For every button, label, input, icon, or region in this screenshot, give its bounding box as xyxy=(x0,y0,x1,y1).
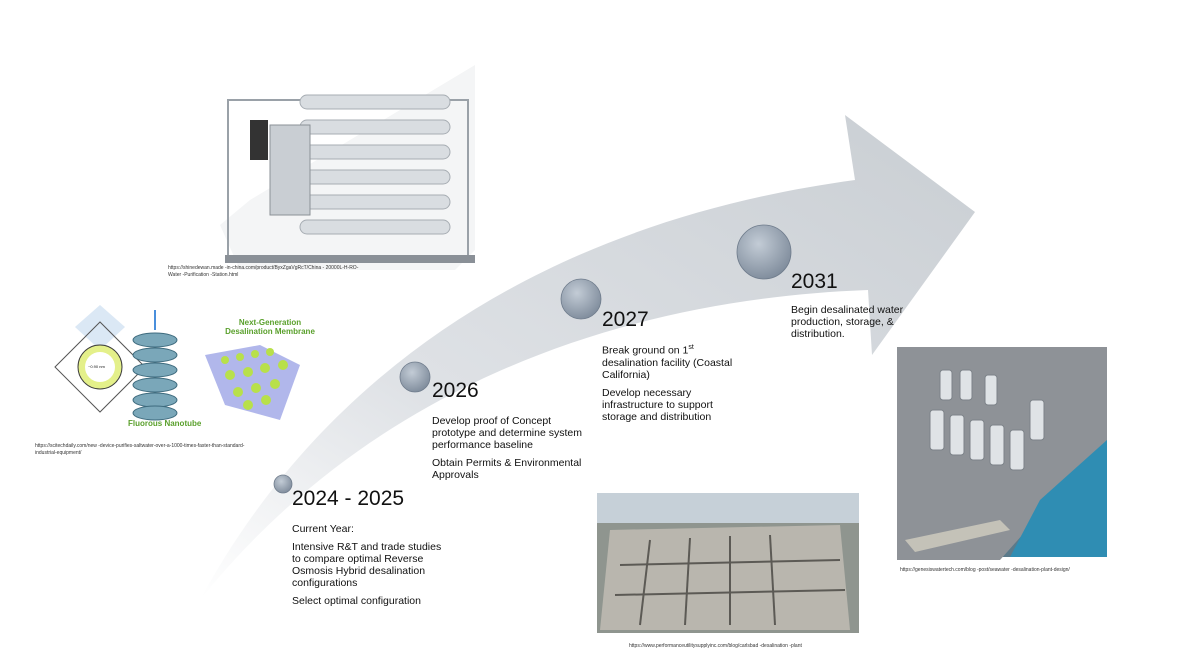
milestone-dot-2031 xyxy=(736,224,792,280)
ro-unit-caption[interactable]: https://shinedewan.made -in-china.com/pr… xyxy=(168,265,359,278)
construction-caption[interactable]: https://www.performanceutilitysupplyinc.… xyxy=(629,643,802,649)
milestone-2027: 2027 Break ground on 1st desalination fa… xyxy=(602,308,737,429)
milestone-year: 2031 xyxy=(791,270,838,293)
milestone-2024: 2024 - 2025 Current Year: Intensive R&T … xyxy=(292,487,452,613)
milestone-item: desalination facility (Coastal Californi… xyxy=(602,356,733,381)
milestone-item: Obtain Permits & Environmental Approvals xyxy=(432,457,582,481)
milestone-year: 2027 xyxy=(602,308,649,331)
milestone-item: Intensive R&T and trade studies to compa… xyxy=(292,541,442,589)
milestone-item: Break ground on 1 xyxy=(602,344,689,357)
milestone-item: Develop necessary infrastructure to supp… xyxy=(602,386,713,423)
nanotube-image xyxy=(54,305,300,421)
plant-image xyxy=(897,347,1107,560)
diameter-label: ~0.90 nm xyxy=(88,364,105,369)
milestone-dot-2026 xyxy=(399,361,431,393)
milestone-dot-2027 xyxy=(560,278,602,320)
milestone-item: Select optimal configuration xyxy=(292,595,421,607)
plant-caption[interactable]: https://genesiswatertech.com/blog -post/… xyxy=(900,567,1070,573)
milestone-year: 2024 - 2025 xyxy=(292,487,405,510)
milestone-dot-2024 xyxy=(273,474,293,494)
nanotube-label: Fluorous Nanotube xyxy=(128,419,202,428)
milestone-item: Develop proof of Concept prototype and d… xyxy=(432,415,582,451)
milestone-2026: 2026 Develop proof of Concept prototype … xyxy=(432,379,582,487)
ro-unit-image xyxy=(220,65,475,270)
superscript: st xyxy=(688,344,694,351)
membrane-label: Next-Generation Desalination Membrane xyxy=(225,318,315,336)
milestone-item: Begin desalinated water production, stor… xyxy=(791,304,904,340)
construction-image xyxy=(597,493,859,633)
milestone-item: Current Year: xyxy=(292,523,354,535)
nanotube-caption[interactable]: https://scitechdaily.com/new -device-pur… xyxy=(35,443,245,456)
milestone-year: 2026 xyxy=(432,379,479,402)
milestone-2031: 2031 Begin desalinated water production,… xyxy=(791,270,911,346)
